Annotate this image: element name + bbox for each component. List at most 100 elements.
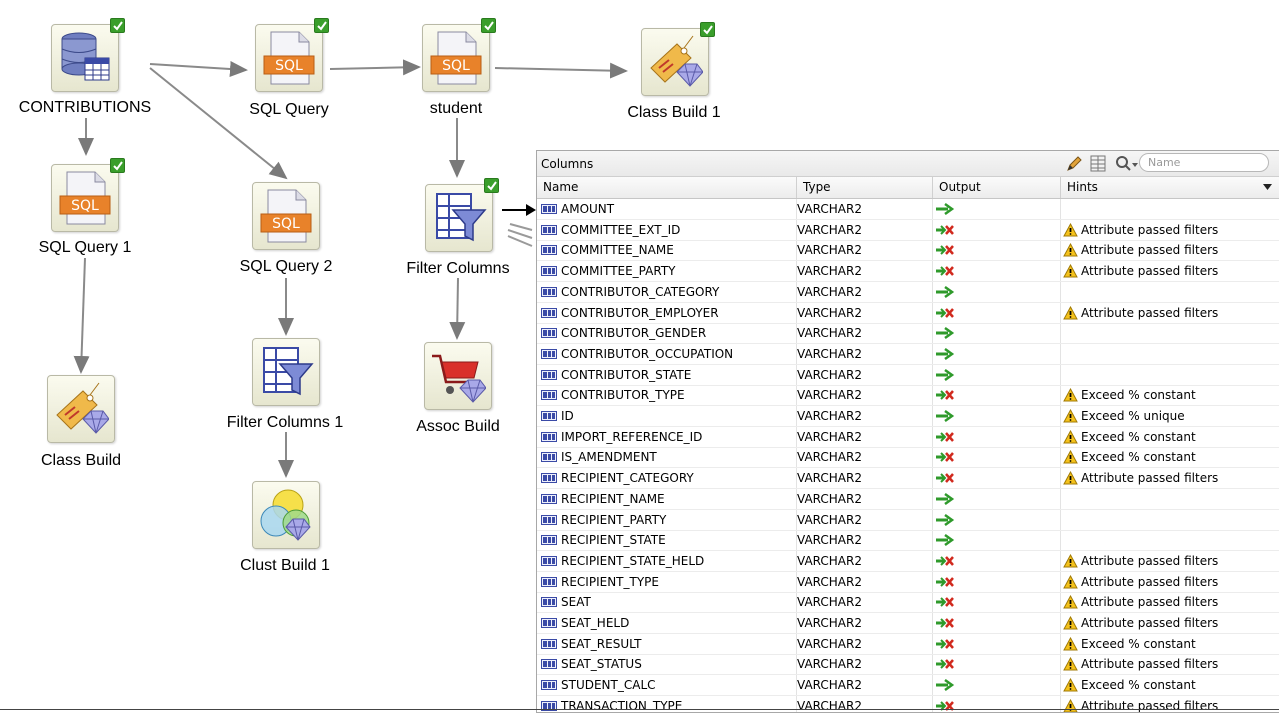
- row-output[interactable]: [933, 530, 1061, 550]
- node-tile[interactable]: [252, 338, 320, 406]
- output-ignore-arrow-icon[interactable]: [935, 596, 955, 608]
- output-ignore-arrow-icon[interactable]: [935, 224, 955, 236]
- output-pass-arrow-icon[interactable]: [935, 493, 955, 505]
- column-grid-icon[interactable]: [1089, 154, 1107, 173]
- row-output[interactable]: [933, 344, 1061, 364]
- output-ignore-arrow-icon[interactable]: [935, 700, 955, 712]
- node-tile[interactable]: SQL: [51, 164, 119, 232]
- row-output[interactable]: [933, 365, 1061, 385]
- row-output[interactable]: [933, 199, 1061, 219]
- node-tile[interactable]: [424, 342, 492, 410]
- row-output[interactable]: [933, 240, 1061, 260]
- node-tile[interactable]: [252, 481, 320, 549]
- output-ignore-arrow-icon[interactable]: [935, 472, 955, 484]
- node-tile[interactable]: SQL: [422, 24, 490, 92]
- output-ignore-arrow-icon[interactable]: [935, 638, 955, 650]
- row-output[interactable]: [933, 489, 1061, 509]
- search-icon[interactable]: [1115, 155, 1139, 173]
- column-header-type[interactable]: Type: [797, 177, 933, 198]
- output-ignore-arrow-icon[interactable]: [935, 265, 955, 277]
- output-pass-arrow-icon[interactable]: [935, 369, 955, 381]
- row-output[interactable]: [933, 303, 1061, 323]
- output-pass-arrow-icon[interactable]: [935, 203, 955, 215]
- chevron-down-icon[interactable]: [1263, 184, 1272, 190]
- output-pass-arrow-icon[interactable]: [935, 534, 955, 546]
- column-header-output[interactable]: Output: [933, 177, 1061, 198]
- column-header-hints[interactable]: Hints: [1067, 180, 1098, 194]
- output-ignore-arrow-icon[interactable]: [935, 451, 955, 463]
- row-output[interactable]: [933, 592, 1061, 612]
- row-output[interactable]: [933, 220, 1061, 240]
- node-tile[interactable]: [641, 28, 709, 96]
- row-output[interactable]: [933, 634, 1061, 654]
- output-ignore-arrow-icon[interactable]: [935, 389, 955, 401]
- row-output[interactable]: [933, 675, 1061, 695]
- output-pass-arrow-icon[interactable]: [935, 327, 955, 339]
- link-student-classbuild1[interactable]: [494, 62, 628, 79]
- output-ignore-arrow-icon[interactable]: [935, 658, 955, 670]
- output-pass-arrow-icon[interactable]: [935, 679, 955, 691]
- output-ignore-arrow-icon[interactable]: [935, 617, 955, 629]
- output-ignore-arrow-icon[interactable]: [935, 244, 955, 256]
- node-tile[interactable]: SQL: [252, 182, 320, 250]
- link-sqlquery-student[interactable]: [329, 59, 421, 76]
- row-output[interactable]: [933, 654, 1061, 674]
- row-output[interactable]: [933, 572, 1061, 592]
- row-output[interactable]: [933, 427, 1061, 447]
- output-ignore-arrow-icon[interactable]: [935, 307, 955, 319]
- row-output[interactable]: [933, 261, 1061, 281]
- node-tile[interactable]: [47, 375, 115, 443]
- row-output[interactable]: [933, 406, 1061, 426]
- node-tile[interactable]: [51, 24, 119, 92]
- column-header-name[interactable]: Name: [537, 177, 797, 198]
- edit-pencil-icon[interactable]: [1065, 155, 1083, 173]
- output-pass-arrow-icon[interactable]: [935, 410, 955, 422]
- row-output[interactable]: [933, 447, 1061, 467]
- row-output[interactable]: [933, 468, 1061, 488]
- row-output[interactable]: [933, 323, 1061, 343]
- output-ignore-arrow-icon[interactable]: [935, 431, 955, 443]
- output-pass-arrow-icon[interactable]: [935, 286, 955, 298]
- name-search-input[interactable]: [1139, 153, 1269, 172]
- row-output[interactable]: [933, 385, 1061, 405]
- row-output[interactable]: [933, 510, 1061, 530]
- row-output[interactable]: [933, 282, 1061, 302]
- row-output[interactable]: [933, 613, 1061, 633]
- row-output[interactable]: [933, 696, 1061, 712]
- output-pass-arrow-icon[interactable]: [935, 348, 955, 360]
- output-pass-arrow-icon[interactable]: [935, 514, 955, 526]
- link-contributions-sqlquery2[interactable]: [149, 67, 288, 180]
- link-filtercolumns-assocbuild[interactable]: [449, 277, 466, 340]
- node-tile[interactable]: [425, 184, 493, 252]
- link-sqlquery1-classbuild[interactable]: [73, 257, 90, 374]
- output-ignore-arrow-icon[interactable]: [935, 576, 955, 588]
- row-output[interactable]: [933, 551, 1061, 571]
- output-ignore-arrow-icon[interactable]: [935, 555, 955, 567]
- link-contributions-sqlquery[interactable]: [149, 61, 248, 77]
- node-tile[interactable]: SQL: [255, 24, 323, 92]
